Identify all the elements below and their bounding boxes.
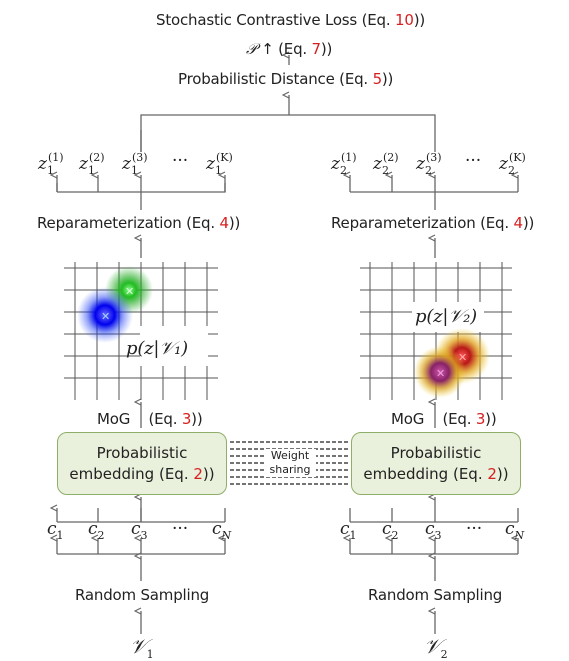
left-embedding-box: Probabilistic embedding (Eq. 2)) [57, 432, 227, 495]
right-c-ellipsis: ··· [466, 519, 483, 539]
left-blob-blue [77, 287, 133, 343]
left-sampling-label: Random Sampling [75, 586, 210, 604]
loss-label: Stochastic Contrastive Loss (Eq. 10)) [156, 11, 425, 29]
left-c-n: cN [212, 519, 232, 542]
left-z-sample-2: z1(2) [79, 151, 105, 177]
right-mean-marker-2: ✕ [436, 367, 445, 380]
right-z-sample-1: z2(1) [331, 151, 357, 177]
left-z-ellipsis: ··· [172, 151, 189, 171]
right-reparam-label: Reparameterization (Eq. 4)) [331, 214, 535, 232]
left-c-ellipsis: ··· [172, 519, 189, 539]
right-input-v: 𝒱2 [424, 634, 448, 661]
right-z-sample-k: z2(K) [499, 151, 526, 177]
right-c-2: c2 [382, 519, 399, 542]
right-z-bracket [350, 175, 519, 210]
left-mog-label: MoG (Eq. 3)) [97, 410, 203, 428]
left-c-3: c3 [131, 519, 148, 542]
right-c-1: c1 [340, 519, 357, 542]
probability-label: 𝒫 ↑ (Eq. 7)) [246, 40, 333, 58]
right-c-n: cN [505, 519, 525, 542]
right-mog-label: MoG (Eq. 3)) [391, 410, 497, 428]
right-z-sample-3: z2(3) [416, 151, 442, 177]
right-c-3: c3 [425, 519, 442, 542]
right-blob-purple [414, 346, 466, 398]
right-density-label: p(z|𝒱₂) [415, 306, 477, 327]
right-z-sample-2: z2(2) [373, 151, 399, 177]
left-z-sample-k: z1(K) [206, 151, 233, 177]
left-z-sample-1: z1(1) [38, 151, 64, 177]
left-c-2: c2 [88, 519, 105, 542]
left-input-v: 𝒱1 [130, 634, 154, 661]
left-z-bracket [57, 130, 226, 210]
left-mean-marker-1: ✕ [125, 285, 134, 298]
right-embedding-box: Probabilistic embedding (Eq. 2)) [351, 432, 521, 495]
distance-label: Probabilistic Distance (Eq. 5)) [178, 70, 394, 88]
right-sampling-label: Random Sampling [368, 586, 503, 604]
left-z-sample-3: z1(3) [122, 151, 148, 177]
left-mean-marker-2: ✕ [101, 310, 110, 323]
left-reparam-label: Reparameterization (Eq. 4)) [37, 214, 241, 232]
left-c-1: c1 [47, 519, 64, 542]
left-density-label: p(z|𝒱₁) [126, 338, 188, 359]
right-mean-marker-1: ✕ [458, 351, 467, 364]
right-z-ellipsis: ··· [465, 151, 482, 171]
